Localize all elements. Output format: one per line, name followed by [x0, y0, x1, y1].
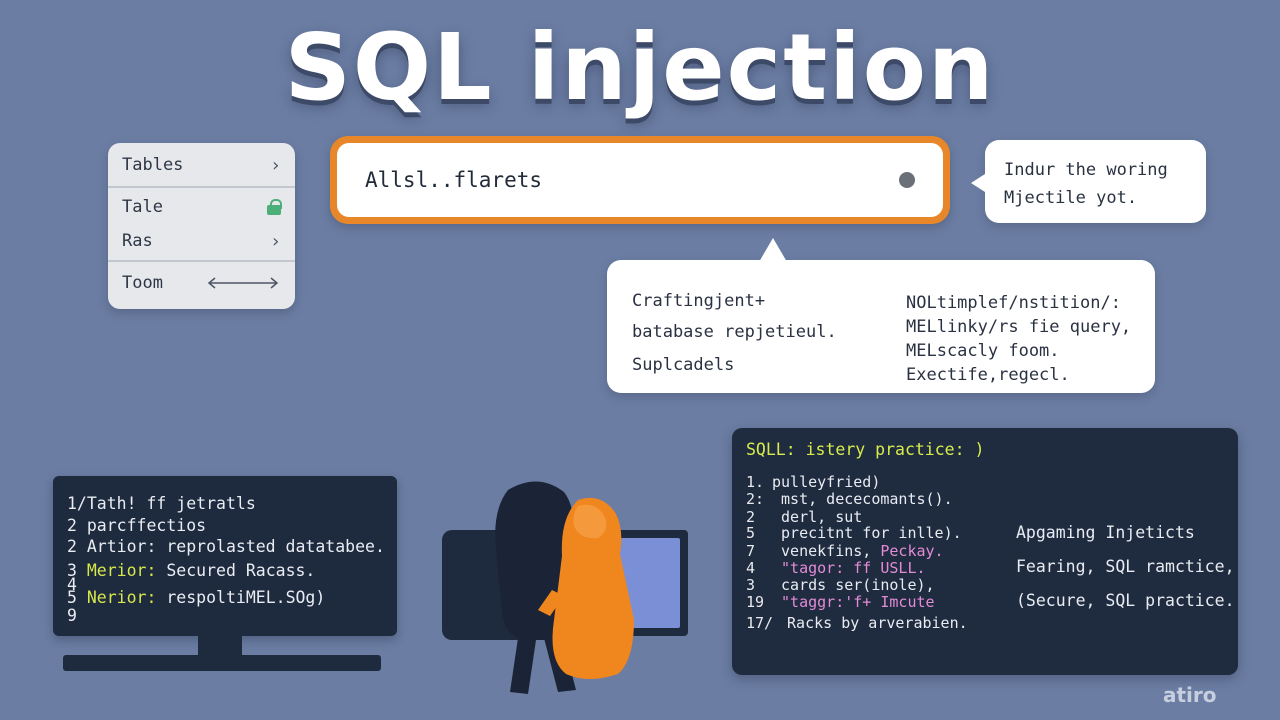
- monitor-line: 2 Artior: reprolasted datatabee.: [67, 536, 397, 558]
- bubble-right-column: NOLtimplef/nstition/: MELlinky/rs fie qu…: [906, 291, 1131, 387]
- line-text: parcffectios: [86, 515, 207, 535]
- double-arrow-icon: [205, 276, 281, 290]
- search-input-value: Allsl..flarets: [365, 168, 543, 192]
- code-line: 5 precitnt for inlle).: [746, 524, 962, 542]
- menu-item-toom[interactable]: Toom: [108, 266, 295, 300]
- code-line: 19 "taggr:'f+ Imcute: [746, 593, 935, 611]
- code-line: 3 cards ser(inole),: [746, 576, 935, 594]
- chevron-right-icon: ›: [270, 230, 281, 252]
- bubble-tail: [759, 238, 787, 262]
- monitor-line: 5 Nerior: respoltiMEL.SOg): [67, 587, 397, 607]
- code-line: 4 "tagor: ff USLL.: [746, 559, 926, 577]
- monitor-line: 9: [67, 606, 397, 626]
- line-text: pulleyfried): [772, 473, 881, 491]
- code-panel: SQLL: istery practice: ) 1.pulleyfried) …: [732, 428, 1238, 675]
- search-input[interactable]: Allsl..flarets: [337, 143, 943, 217]
- bubble-line: Suplcadels: [632, 355, 735, 375]
- line-number: 2: [67, 515, 77, 535]
- line-highlight: Peckay.: [880, 542, 944, 560]
- watermark-logo: atiro: [1163, 683, 1217, 707]
- line-text: Racks by arverabien.: [778, 614, 968, 632]
- line-number: 5: [746, 524, 756, 542]
- menu-item-tale[interactable]: Tale: [108, 190, 295, 224]
- line-highlight: "tagor: ff USLL.: [772, 559, 926, 577]
- line-text: venekfins,: [772, 542, 881, 560]
- line-text: cards ser(inole),: [772, 576, 935, 594]
- menu-divider: [108, 260, 295, 262]
- monitor-line: 3 Merior: Secured Racass.: [67, 560, 397, 580]
- speech-bubble-explanation: Craftingjent+ batabase repjetieul. Suplc…: [607, 238, 1155, 393]
- menu-item-label: Tables: [122, 155, 184, 175]
- code-note: Fearing, SQL ramctice,: [1016, 557, 1235, 576]
- line-text: mst, dececomants().: [772, 490, 953, 508]
- line-number: 2:: [746, 490, 765, 508]
- monitor-line: 4: [67, 576, 397, 593]
- line-number: 2: [67, 537, 77, 556]
- line-number: 4: [67, 574, 77, 594]
- code-note: (Secure, SQL practice.: [1016, 591, 1235, 610]
- code-line: 2 derl, sut: [746, 508, 862, 526]
- bubble-line: Exectife,regecl.: [906, 365, 1070, 385]
- hacker-illustration: [438, 470, 688, 700]
- line-number: 17/: [746, 614, 774, 632]
- line-text: derl, sut: [772, 508, 863, 526]
- bubble-line: Mjectile yot.: [1004, 188, 1138, 208]
- record-dot-icon[interactable]: [899, 172, 915, 188]
- speech-bubble-hint: Indur the woring Mjectile yot.: [971, 140, 1206, 223]
- line-text: respoltiMEL.SOg): [166, 587, 326, 607]
- code-note: Apgaming Injeticts: [1016, 523, 1195, 542]
- bubble-line: MELscacly foom.: [906, 341, 1060, 361]
- line-number: 7: [746, 542, 756, 560]
- monitor-line: 2 parcffectios: [67, 515, 397, 537]
- bubble-tail: [971, 174, 985, 192]
- line-text: Tath! ff jetratls: [86, 494, 256, 513]
- line-text: Secured Racass.: [166, 560, 316, 580]
- line-keyword: Merior:: [86, 560, 157, 580]
- monitor-screen: 1/Tath! ff jetratls 2 parcffectios 2 Art…: [53, 476, 397, 636]
- line-number: 5: [67, 587, 77, 607]
- line-highlight: "taggr:'f+ Imcute: [772, 593, 935, 611]
- bubble-line: NOLtimplef/nstition/:: [906, 293, 1121, 313]
- menu-item-label: Tale: [122, 197, 163, 217]
- code-line: 2: mst, dececomants().: [746, 490, 953, 508]
- search-bar: Allsl..flarets: [330, 136, 950, 224]
- menu-item-ras[interactable]: Ras ›: [108, 224, 295, 258]
- monitor-base: [63, 655, 381, 671]
- line-keyword: Nerior:: [86, 587, 157, 607]
- menu-item-label: Ras: [122, 231, 153, 251]
- monitor-line: 1/Tath! ff jetratls: [67, 493, 397, 515]
- bubble-line: Indur the woring: [1004, 160, 1168, 180]
- side-menu: Tables › Tale Ras › Toom: [108, 143, 295, 309]
- line-number: 2: [746, 508, 756, 526]
- line-number: 1.: [746, 473, 765, 491]
- code-line: 17/ Racks by arverabien.: [746, 614, 968, 632]
- page-title: SQL injection: [284, 14, 996, 121]
- code-line: 7 venekfins, Peckay.: [746, 542, 944, 560]
- menu-item-label: Toom: [122, 273, 163, 293]
- chevron-right-icon: ›: [270, 154, 281, 176]
- line-number: 3: [746, 576, 756, 594]
- line-text: precitnt for inlle).: [772, 524, 962, 542]
- line-number: 4: [746, 559, 756, 577]
- line-text: Artior: reprolasted datatabee.: [86, 537, 385, 556]
- bubble-left-column: Craftingjent+ batabase repjetieul. Suplc…: [632, 286, 837, 381]
- line-number: 1/: [67, 494, 87, 513]
- monitor-stand: [198, 636, 242, 656]
- line-number: 3: [67, 560, 77, 580]
- bubble-line: batabase repjetieul.: [632, 322, 837, 342]
- menu-item-tables[interactable]: Tables ›: [108, 148, 295, 182]
- code-line: 1. pulleyfried): [746, 473, 880, 491]
- bubble-line: Craftingjent+: [632, 291, 766, 311]
- line-number: 9: [67, 605, 77, 625]
- lock-icon: [267, 199, 282, 215]
- menu-divider: [108, 186, 295, 188]
- code-panel-header: SQLL: istery practice: ): [746, 440, 985, 459]
- bubble-line: MELlinky/rs fie query,: [906, 317, 1132, 337]
- line-number: 19: [746, 593, 765, 611]
